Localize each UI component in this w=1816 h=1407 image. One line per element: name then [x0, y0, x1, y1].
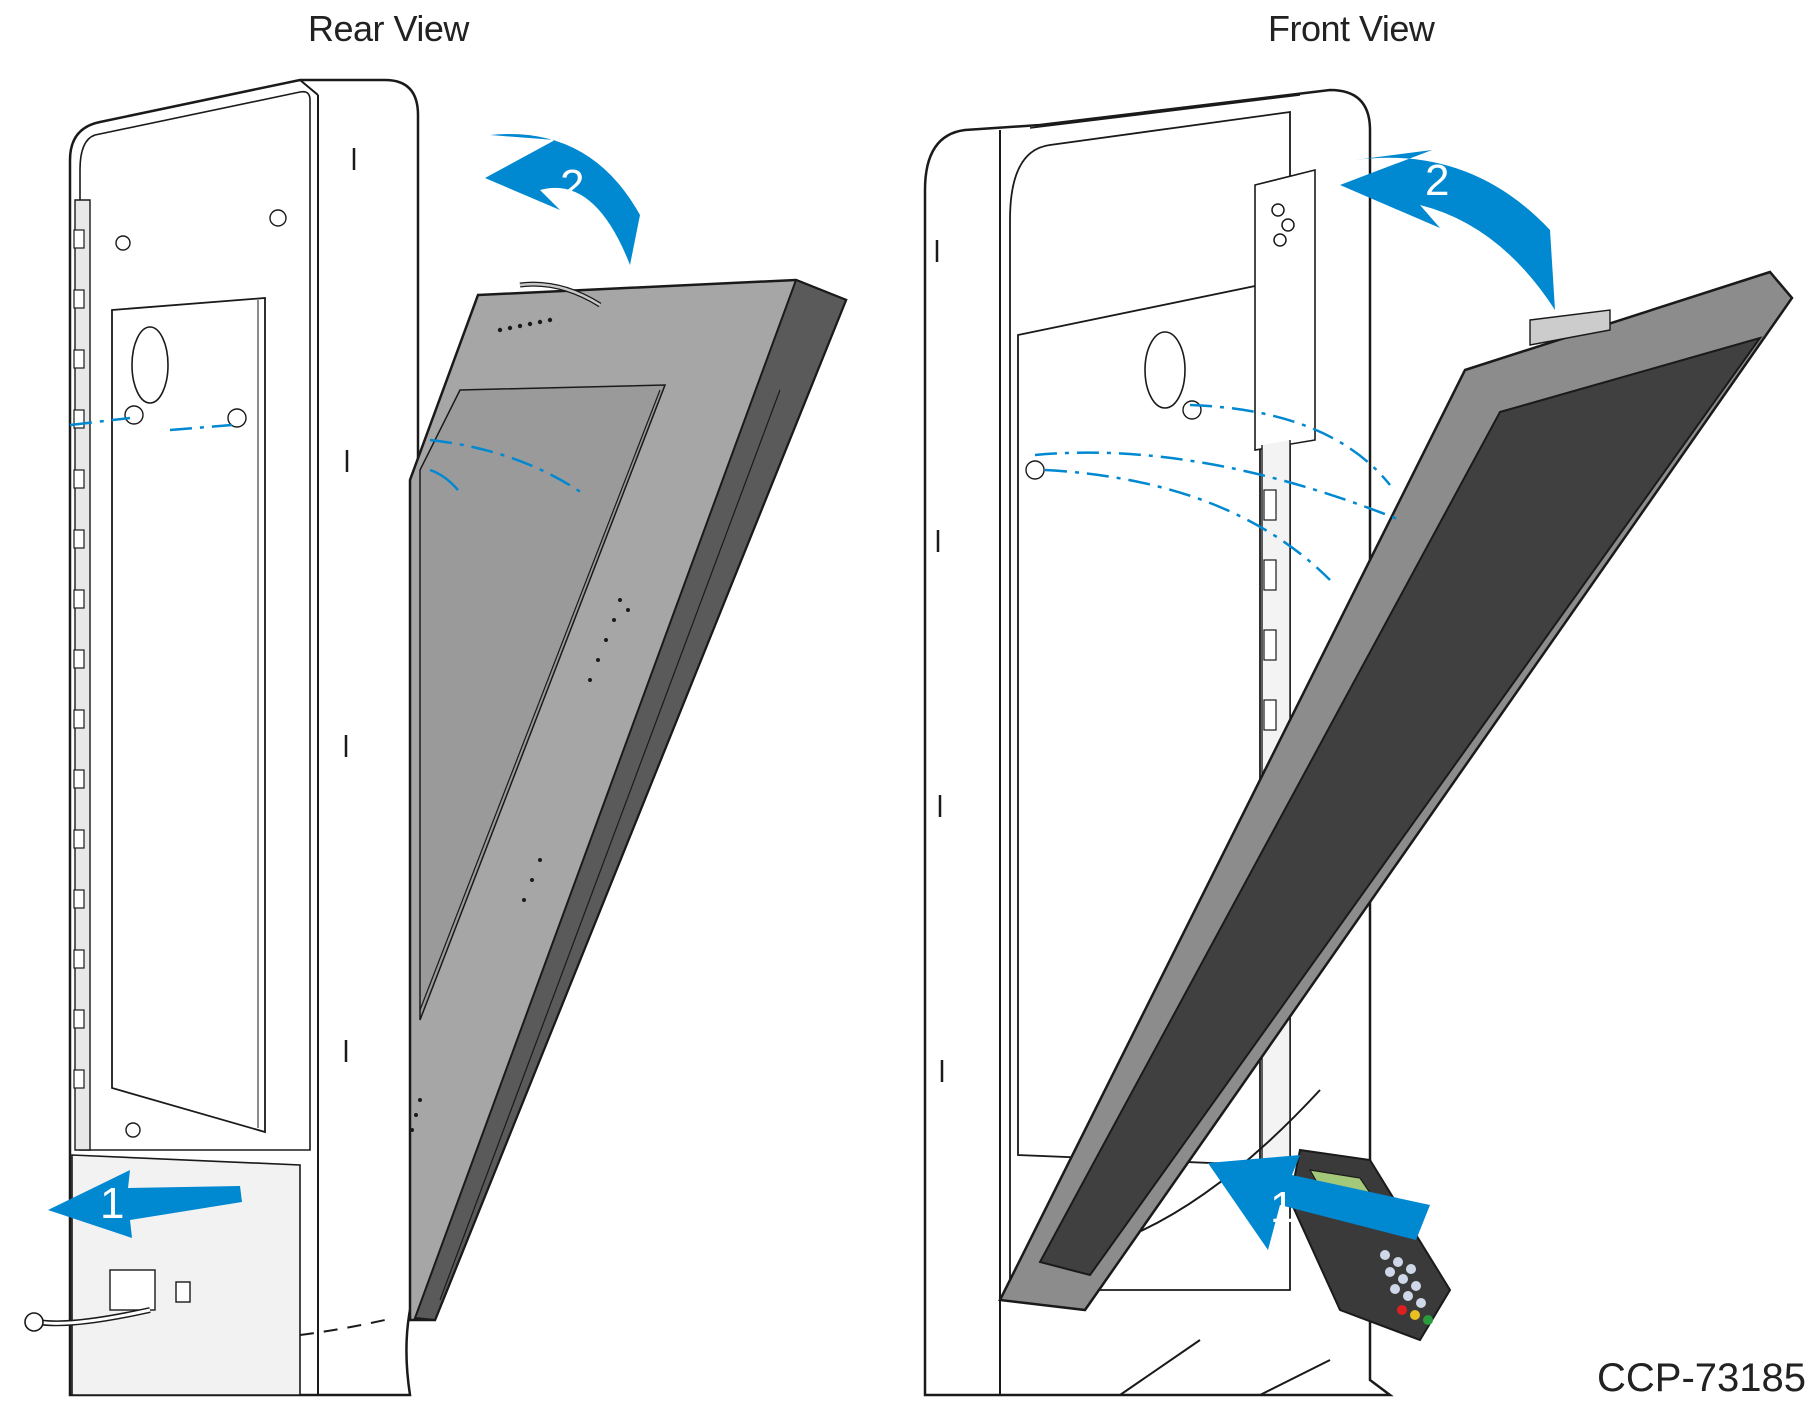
front-step1-arrow: [1208, 1155, 1430, 1250]
rear-lower-bracket: [109, 1269, 156, 1311]
front-step1-label: 1: [1270, 1183, 1294, 1232]
rear-display-bezel: [413, 278, 848, 1322]
front-alignment-line-1: [1034, 451, 1401, 522]
front-terminal-keys: [1380, 1250, 1433, 1325]
front-right-bracket: [1254, 168, 1316, 451]
rear-kiosk-side: [299, 79, 319, 1395]
front-base-lines: [1119, 1339, 1331, 1396]
front-keyhole-right: [1182, 400, 1202, 420]
front-top-edge: [1029, 94, 1301, 129]
front-bracket-holes: [1271, 203, 1295, 247]
rear-left-rail: [74, 199, 91, 1151]
rear-step2-arrow: [485, 134, 640, 265]
rear-panel-rib-2: [439, 389, 781, 1301]
rear-view-title: Rear View: [308, 8, 469, 49]
rear-step2-label: 2: [560, 161, 584, 210]
front-step2-label: 2: [1425, 156, 1449, 205]
rear-lower-latch: [175, 1281, 191, 1303]
rear-panel-vents: [410, 317, 630, 1132]
front-alignment-line-3: [1044, 468, 1331, 581]
rear-panel-rib: [419, 389, 661, 1011]
rear-step1-arrow: [48, 1170, 242, 1238]
rear-bottom-dash: [299, 1319, 386, 1336]
rear-keyhole-left: [124, 405, 144, 425]
rear-view-illustration: 1 2: [24, 78, 848, 1397]
rear-alignment-line-2: [429, 438, 586, 497]
front-cable-hole: [1144, 331, 1186, 409]
rear-rail-teeth: [73, 229, 85, 1089]
front-step2-arrow: [1340, 150, 1555, 310]
rear-panel-inner-plate: [419, 384, 667, 1021]
front-keyhole-left: [1025, 460, 1045, 480]
front-display-screen: [1038, 336, 1763, 1277]
rear-alignment-line-3: [429, 468, 459, 491]
front-side-slots: [935, 240, 944, 1082]
front-view-title: Front View: [1268, 8, 1435, 49]
drawing-id-label: CCP-73185: [1596, 1356, 1806, 1400]
rear-step1-label: 1: [100, 1179, 124, 1228]
front-bezel-inner-edge: [999, 369, 1466, 1301]
rear-mounting-plate: [111, 297, 266, 1134]
rear-keyhole-right: [227, 408, 247, 428]
rear-alignment-line-1: [69, 416, 233, 432]
rear-lever-knob: [24, 1312, 44, 1332]
rear-cable-hole: [131, 326, 169, 404]
front-panel-top-tab: [1529, 309, 1611, 346]
rear-panel-handle-inner: [519, 282, 601, 307]
rear-side-slots: [344, 148, 356, 1062]
front-alignment-line-2: [1189, 403, 1391, 486]
front-view-illustration: 1 2: [923, 88, 1794, 1397]
